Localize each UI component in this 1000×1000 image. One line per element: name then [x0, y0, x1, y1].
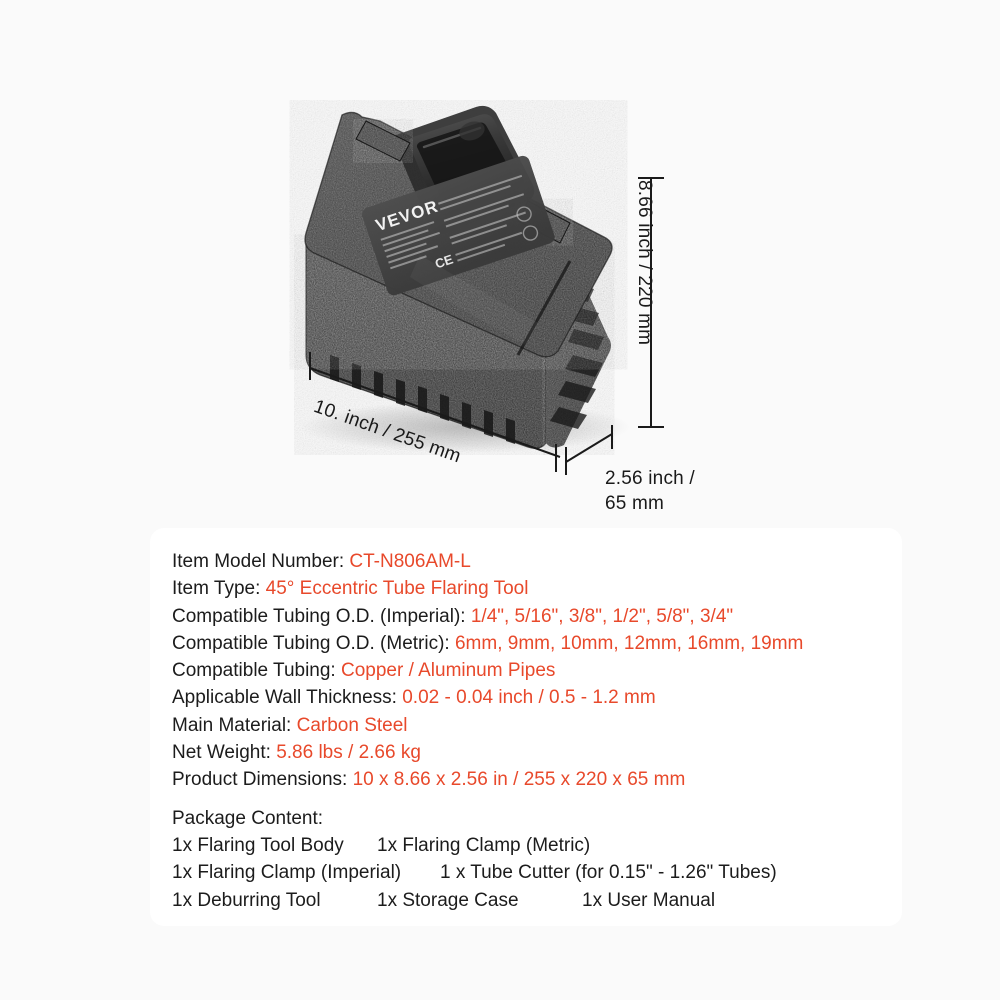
lid-highlight — [410, 255, 538, 345]
tool-storage-case-image: VEVOR — [270, 55, 650, 455]
spec-value: 5.86 lbs / 2.66 kg — [276, 742, 421, 764]
spec-value: Copper / Aluminum Pipes — [341, 660, 556, 682]
spec-row: Compatible Tubing O.D. (Imperial): 1/4",… — [172, 603, 888, 630]
ce-mark-text: CE — [433, 251, 455, 271]
package-item: 1x Storage Case — [377, 889, 519, 911]
label-symbol-1 — [516, 206, 532, 222]
package-item: 1x Deburring Tool — [172, 889, 321, 911]
spec-value: 0.02 - 0.04 inch / 0.5 - 1.2 mm — [402, 687, 656, 709]
spec-row: Item Model Number: CT-N806AM-L — [172, 548, 888, 575]
lid-seam — [516, 260, 572, 356]
spec-row: Product Dimensions: 10 x 8.66 x 2.56 in … — [172, 766, 888, 793]
spec-value: 6mm, 9mm, 10mm, 12mm, 16mm, 19mm — [454, 632, 804, 654]
package-content-title: Package Content: — [172, 807, 324, 829]
height-dimension-label: 8.66 inch / 220 mm — [634, 180, 655, 346]
spec-value: 10 x 8.66 x 2.56 in / 255 x 220 x 65 mm — [352, 769, 686, 791]
depth-dimension-label: 2.56 inch / 65 mm — [605, 468, 695, 514]
spec-value: 45° Eccentric Tube Flaring Tool — [265, 578, 529, 600]
package-row: 1x Flaring Tool Body 1x Flaring Clamp (Me… — [172, 832, 888, 859]
spec-row: Compatible Tubing: Copper / Aluminum Pip… — [172, 657, 888, 684]
label-fine-print — [380, 174, 526, 270]
spec-label: Compatible Tubing O.D. (Imperial): — [172, 605, 471, 627]
spec-value: Carbon Steel — [296, 714, 408, 736]
spec-label: Compatible Tubing: — [172, 660, 341, 682]
package-item: 1 x Tube Cutter (for 0.15" - 1.26" Tubes… — [440, 862, 777, 884]
spec-row: Net Weight: 5.86 lbs / 2.66 kg — [172, 739, 888, 766]
spec-label: Net Weight: — [172, 742, 277, 764]
product-label-plate: VEVOR — [362, 155, 555, 296]
package-item: 1x Flaring Tool Body — [172, 834, 344, 856]
case-lid: VEVOR — [304, 105, 613, 358]
spec-row: Main Material: Carbon Steel — [172, 712, 888, 739]
package-item: 1x User Manual — [582, 889, 716, 911]
spec-row: Applicable Wall Thickness: 0.02 - 0.04 i… — [172, 684, 888, 711]
spec-row: Compatible Tubing O.D. (Metric): 6mm, 9m… — [172, 630, 888, 657]
label-symbol-2 — [522, 225, 539, 241]
package-item: 1x Flaring Clamp (Metric) — [377, 834, 591, 856]
package-row: 1x Deburring Tool 1x Storage Case 1x User … — [172, 887, 888, 914]
handle-boss — [459, 121, 485, 141]
spec-value: 1/4", 5/16", 3/8", 1/2", 5/8", 3/4" — [470, 605, 734, 627]
spec-label: Item Type: — [172, 578, 266, 600]
spec-label: Product Dimensions: — [172, 769, 353, 791]
package-rows-host: 1x Flaring Tool Body 1x Flaring Clamp (Me… — [172, 832, 888, 914]
spec-value: CT-N806AM-L — [349, 551, 471, 572]
spec-label: Main Material: — [172, 714, 297, 736]
product-image-area: VEVOR — [270, 55, 695, 514]
package-row: 1x Flaring Clamp (Imperial) 1 x Tube Cutt… — [172, 859, 888, 886]
spec-label: Applicable Wall Thickness: — [172, 687, 403, 709]
spec-label: Item Model Number: — [172, 551, 350, 572]
spec-label: Compatible Tubing O.D. (Metric): — [172, 632, 455, 654]
case-illustration: VEVOR — [300, 105, 630, 453]
spec-row: Item Type: 45° Eccentric Tube Flaring To… — [172, 575, 888, 602]
package-item: 1x Flaring Clamp (Imperial) — [172, 862, 402, 884]
